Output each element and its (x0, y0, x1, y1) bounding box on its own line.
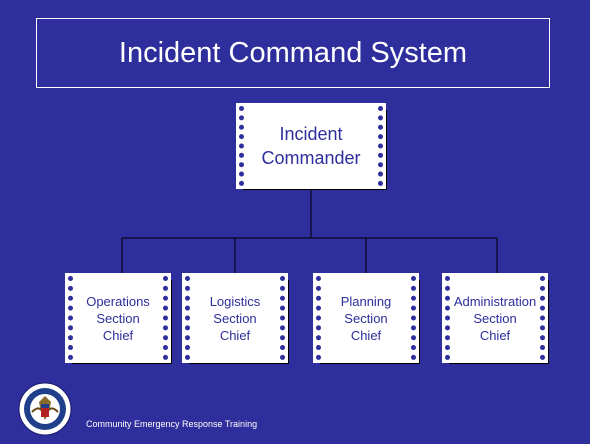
footer-text: Community Emergency Response Training (86, 419, 258, 429)
node-label: Administration Section Chief (453, 293, 537, 343)
node-operations-section-chief: Operations Section Chief (65, 273, 171, 363)
node-logistics-section-chief: Logistics Section Chief (182, 273, 288, 363)
node-label: Logistics Section Chief (209, 293, 261, 343)
node-administration-section-chief: Administration Section Chief (442, 273, 548, 363)
slide-title: Incident Command System (118, 36, 468, 69)
dhs-seal-icon (18, 382, 72, 436)
node-incident-commander: Incident Commander (236, 103, 386, 189)
node-label: Incident Commander (261, 124, 361, 168)
title-box: Incident Command System (36, 18, 550, 88)
node-planning-section-chief: Planning Section Chief (313, 273, 419, 363)
node-label: Operations Section Chief (86, 293, 150, 343)
node-label: Planning Section Chief (340, 293, 392, 343)
